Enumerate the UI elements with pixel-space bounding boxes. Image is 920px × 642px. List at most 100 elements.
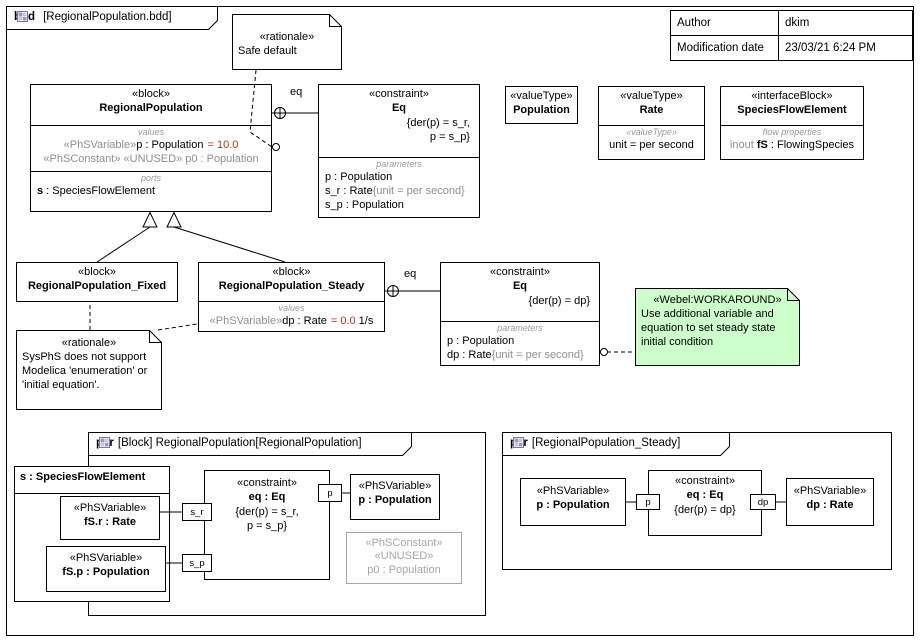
flow-direction: inout	[729, 139, 754, 151]
par-right-frame-tab[interactable]: par[RegionalPopulation_Steady]	[502, 432, 730, 456]
compartment-label: «valueType»	[626, 127, 677, 137]
table-row: Modification date 23/03/21 6:24 PM	[670, 35, 913, 61]
parameter-decl: dp : Rate	[447, 349, 492, 361]
constraint-spec: {der(p) = dp}	[528, 295, 590, 307]
block-name: RegionalPopulation_Steady	[218, 280, 365, 292]
parameter-pin-p-left[interactable]: p	[318, 484, 342, 502]
default-value: = 10.0	[207, 139, 239, 151]
parameter-pin-sp[interactable]: s_p	[182, 554, 212, 572]
stereotype: «UNUSED»	[374, 550, 434, 562]
constraint-property-eq-right[interactable]: «constraint» eq : Eq {der(p) = dp}	[648, 470, 762, 536]
stereotype: «PhSConstant»	[365, 537, 443, 549]
value-unit: 1/s	[358, 315, 374, 327]
diagram-context: [Block] RegionalPopulation[	[117, 437, 259, 449]
frame-tab-shape	[88, 432, 412, 456]
note-line: initial condition	[641, 336, 714, 348]
bracket: ]	[358, 437, 362, 449]
parameter-pin-dp[interactable]: dp	[750, 494, 776, 510]
diagram-name: RegionalPopulation_Steady	[535, 437, 678, 449]
block-name: RegionalPopulation_Fixed	[27, 280, 167, 292]
property-name: fS.r : Rate	[84, 516, 136, 528]
parameter-pin-p-right[interactable]: p	[636, 494, 660, 510]
connector-label-eq-steady: eq	[404, 268, 417, 280]
note-rationale-sysphs[interactable]: «rationale» SysPhS does not support Mode…	[16, 330, 162, 410]
block-header: «block» RegionalPopulation	[31, 85, 271, 125]
stereotype: «block»	[78, 266, 116, 278]
diagram-name: RegionalPopulation	[258, 437, 359, 449]
flow-type: : FlowingSpecies	[767, 139, 855, 151]
block-regional-population-steady[interactable]: «block» RegionalPopulation_Steady values…	[198, 262, 385, 332]
info-label: Modification date	[670, 35, 779, 61]
property-fsp[interactable]: «PhSVariable» fS.p : Population	[46, 546, 166, 592]
parameter-line: s_r : Rate{unit = per second}	[319, 184, 479, 198]
diagram-info-table[interactable]: Author dkim Modification date 23/03/21 6…	[670, 10, 913, 61]
part-header: s : SpeciesFlowElement	[15, 467, 169, 494]
property-p-left[interactable]: «PhSVariable» p : Population	[350, 474, 440, 520]
note-rationale-safe-default[interactable]: «rationale» Safe default	[232, 14, 342, 70]
stereotype: «rationale»	[61, 337, 117, 349]
constraint-property-eq-left[interactable]: «constraint» eq : Eq {der(p) = s_r, p = …	[204, 470, 330, 580]
constraint-spec: p = s_p}	[429, 131, 470, 143]
value-line: «PhSVariable»p : Population= 10.0	[31, 138, 271, 152]
compartment-label: ports	[140, 173, 161, 183]
constraint-name: eq : Eq	[248, 491, 286, 503]
property-p-right[interactable]: «PhSVariable» p : Population	[520, 478, 626, 526]
stereotype: «PhSVariable»	[73, 502, 147, 514]
compartment-label: values	[137, 127, 164, 137]
stereotype: «Webel:WORKAROUND»	[653, 294, 782, 306]
part-name: s : SpeciesFlowElement	[20, 471, 146, 483]
note-shape	[232, 14, 342, 70]
frame-tab-shape	[6, 6, 218, 30]
property-p0-unused[interactable]: «PhSConstant» «UNUSED» p0 : Population	[346, 532, 462, 584]
note-text: «Webel:WORKAROUND» Use additional variab…	[635, 293, 800, 349]
bdd-frame-border	[6, 6, 914, 636]
note-text: «rationale» Safe default	[232, 30, 342, 58]
note-line: equation to set steady state	[641, 322, 776, 334]
note-webel-workaround[interactable]: «Webel:WORKAROUND» Use additional variab…	[635, 288, 800, 366]
note-line: Use additional variable and	[641, 308, 774, 320]
constraint-eq-steady[interactable]: «constraint» Eq {der(p) = dp} parameters…	[440, 262, 600, 366]
note-text: «rationale» SysPhS does not support Mode…	[16, 336, 162, 392]
note-line: Safe default	[238, 45, 297, 57]
block-regional-population-fixed[interactable]: «block» RegionalPopulation_Fixed	[16, 262, 178, 302]
block-regional-population[interactable]: «block» RegionalPopulation values «PhSVa…	[30, 84, 272, 212]
property-name: p : Population	[358, 494, 432, 506]
parameter-decl: s_r : Rate	[325, 185, 373, 197]
compartment-label: flow properties	[762, 127, 822, 137]
constraint-spec: {der(p) = dp}	[674, 504, 736, 516]
values-compartment: values «PhSVariable»p : Population= 10.0…	[31, 125, 271, 171]
block-name: SpeciesFlowElement	[737, 104, 847, 116]
constraint-name: Eq	[512, 280, 528, 292]
stereotype: «constraint»	[675, 475, 735, 487]
stereotype: «rationale»	[259, 31, 315, 43]
constraint-name: Eq	[391, 102, 407, 114]
compartment-label: parameters	[497, 323, 543, 333]
info-value: 23/03/21 6:24 PM	[778, 35, 913, 61]
value-decl: dp : Rate	[282, 315, 327, 327]
valuetype-rate[interactable]: «valueType» Rate «valueType» unit = per …	[598, 86, 705, 160]
value-decl: p : Population	[136, 139, 204, 151]
note-line: SysPhS does not support	[22, 351, 147, 363]
stereotype: «interfaceBlock»	[751, 90, 833, 102]
note-line: 'initial equation'.	[22, 379, 100, 391]
par-left-frame-tab[interactable]: par[Block] RegionalPopulation[RegionalPo…	[88, 432, 412, 456]
parameter-line: dp : Rate{unit = per second}	[441, 348, 599, 362]
block-header: «valueType» Rate	[599, 87, 704, 125]
block-name: RegionalPopulation	[99, 102, 203, 114]
interfaceblock-species-flow-element[interactable]: «interfaceBlock» SpeciesFlowElement flow…	[720, 86, 864, 160]
property-dp[interactable]: «PhSVariable» dp : Rate	[786, 478, 874, 526]
diagram-grid-icon	[99, 437, 110, 448]
constraint-eq-top[interactable]: «constraint» Eq {der(p) = s_r, p = s_p} …	[318, 84, 480, 218]
port-type: : SpeciesFlowElement	[43, 185, 156, 197]
property-fsr[interactable]: «PhSVariable» fS.r : Rate	[60, 496, 160, 540]
valuetype-population[interactable]: «valueType» Population	[505, 86, 578, 124]
par-right-frame-title: par[RegionalPopulation_Steady]	[510, 437, 680, 449]
bracket: ]	[168, 11, 172, 23]
bdd-frame-tab[interactable]: bdd[RegionalPopulation.bdd]	[6, 6, 218, 30]
constraint-spec: {der(p) = s_r,	[406, 117, 470, 129]
parameter-pin-sr[interactable]: s_r	[182, 503, 212, 521]
diagram-name: RegionalPopulation.bdd	[46, 11, 169, 23]
